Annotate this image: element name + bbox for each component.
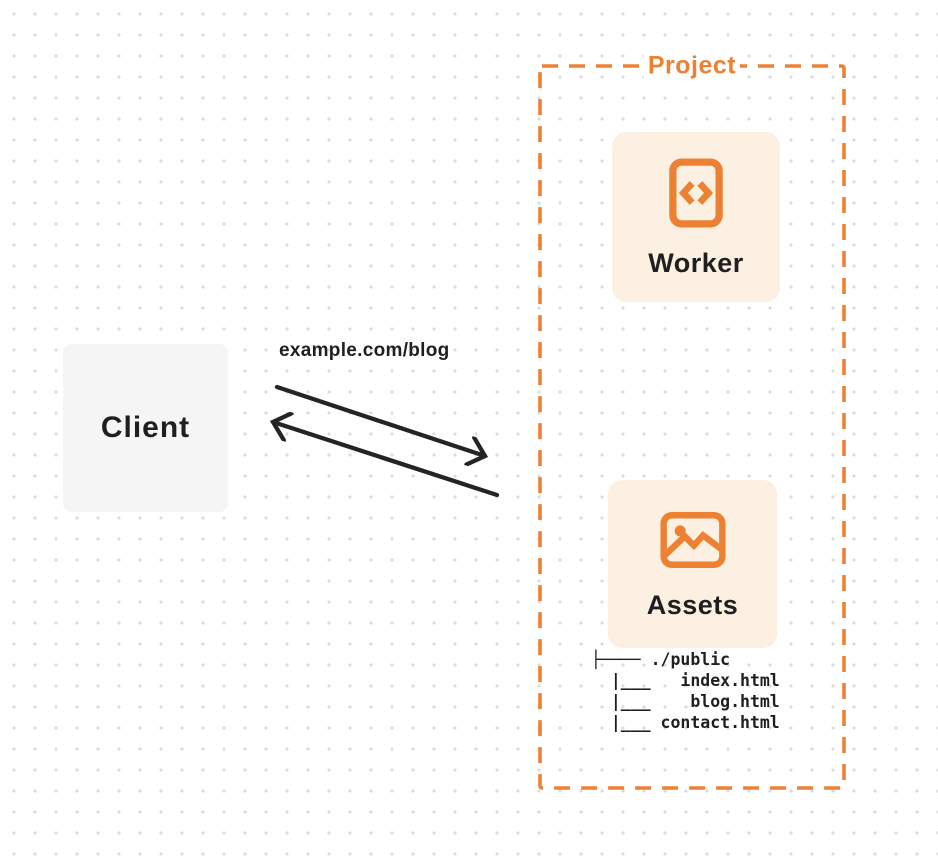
worker-node: Worker (612, 132, 780, 302)
code-icon (669, 158, 723, 227)
image-icon (659, 511, 726, 568)
client-label: Client (100, 411, 191, 444)
assets-file-tree: ├──── ./public |___ index.html |___ blog… (591, 650, 780, 732)
request-arrow (274, 384, 485, 456)
assets-node: Assets (608, 480, 777, 648)
request-url-label: example.com/blog (279, 340, 450, 361)
response-arrow (273, 422, 500, 498)
worker-label: Worker (648, 247, 744, 278)
client-node: Client (63, 344, 228, 512)
project-label: Project (643, 51, 741, 81)
assets-label: Assets (646, 589, 739, 620)
request-response-arrows (255, 384, 500, 498)
